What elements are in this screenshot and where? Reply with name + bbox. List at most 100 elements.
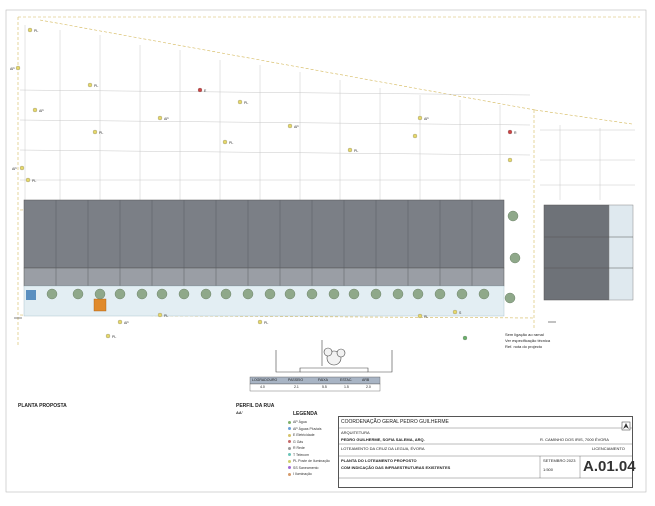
label-pl: PL bbox=[229, 141, 233, 145]
label-pl: PL bbox=[424, 315, 428, 319]
section-value-1: 2.1 bbox=[294, 385, 299, 389]
building-block-main bbox=[23, 199, 505, 287]
legend-item: G Gás bbox=[288, 440, 303, 444]
label-s: S bbox=[459, 311, 462, 315]
architects: PEDRO GUILHERME, SOFIA SALEMA, ARQ. bbox=[341, 437, 425, 442]
section-header-0: LOGRADOURO bbox=[252, 378, 278, 382]
coordination-name: PEDRO GUILHERME bbox=[400, 419, 449, 425]
legend-label: Telecom bbox=[295, 452, 310, 457]
legend-swatch-icon bbox=[288, 459, 291, 463]
coordination-label: COORDENAÇÃO GERAL bbox=[341, 419, 400, 425]
legend-swatch-icon bbox=[288, 433, 291, 437]
label-pl: PL bbox=[32, 179, 36, 183]
legend-swatch-icon bbox=[288, 427, 291, 431]
legend-item: R Rede bbox=[288, 446, 305, 450]
label-pl: PL bbox=[164, 314, 168, 318]
section-value-2: 5.5 bbox=[322, 385, 327, 389]
legend-swatch-icon bbox=[288, 420, 291, 424]
label-pl: PL bbox=[94, 84, 98, 88]
label-pl: PL bbox=[112, 335, 116, 339]
section-value-3: 1.5 bbox=[344, 385, 349, 389]
legend-label: Gás bbox=[296, 439, 304, 444]
client-address: R. CAMINHO DOS IRIS, 7000 ÉVORA bbox=[540, 437, 609, 442]
legend-code: R bbox=[293, 446, 297, 450]
section-value-4: 2.0 bbox=[366, 385, 371, 389]
legend-label: Eletricidade bbox=[296, 433, 315, 437]
legend-code: I bbox=[293, 472, 295, 476]
legend-code: E bbox=[293, 433, 297, 437]
label-ap: AP bbox=[124, 321, 129, 325]
label-r: R bbox=[514, 131, 517, 135]
drawing-title-2: COM INDICAÇÃO DAS INFRAESTRUTURAS EXISTE… bbox=[341, 465, 451, 470]
legend-item: E Eletricidade bbox=[288, 433, 315, 437]
street-section-drawing bbox=[275, 340, 393, 373]
legend-swatch-icon bbox=[288, 440, 291, 444]
legend-item: AP Água bbox=[288, 420, 307, 424]
title-block bbox=[338, 416, 633, 488]
drawing-scale: 1:500 bbox=[543, 467, 554, 472]
legend-item: I Iluminação bbox=[288, 472, 312, 476]
legend-item: PL Poste de Iluminação bbox=[288, 459, 330, 463]
legend-item: T Telecom bbox=[288, 453, 309, 457]
label-ap: AP bbox=[294, 125, 299, 129]
infrastructure-points bbox=[15, 27, 513, 341]
label-ap: AP bbox=[164, 117, 169, 121]
label-pl: PL bbox=[264, 321, 268, 325]
legend-swatch-icon bbox=[288, 472, 291, 476]
legend-swatch-icon bbox=[288, 466, 291, 470]
label-ap: AP bbox=[10, 67, 15, 71]
legend-swatch-icon bbox=[288, 453, 291, 457]
legend-code: PL bbox=[293, 459, 299, 463]
building-block-side bbox=[543, 204, 634, 301]
section-label: PERFIL DA RUA bbox=[236, 403, 275, 409]
legend-label: Iluminação bbox=[294, 472, 312, 476]
legend-label: Água bbox=[298, 420, 307, 424]
label-ap: AP bbox=[424, 117, 429, 121]
label-pl: PL bbox=[34, 29, 38, 33]
legend-title: LEGENDA bbox=[293, 411, 318, 417]
title-block-lines bbox=[338, 427, 633, 479]
note-1: Sem ligação ao ramal bbox=[505, 332, 544, 337]
sheet-number: A.01.04 bbox=[583, 458, 636, 475]
section-header-2: FAIXA bbox=[318, 378, 328, 382]
legend-item: SS Saneamento bbox=[288, 466, 319, 470]
section-value-0: 4.0 bbox=[260, 385, 265, 389]
legend-code: G bbox=[293, 439, 297, 444]
legend-label: Águas Pluviais bbox=[298, 426, 322, 431]
label-e: E bbox=[204, 89, 207, 93]
label-pl: PL bbox=[354, 149, 358, 153]
section-header-4: ARB bbox=[362, 378, 370, 382]
drawing-date: SETEMBRO 2023 bbox=[543, 458, 576, 463]
section-cut-marks bbox=[14, 317, 556, 323]
plan-title: PLANTA PROPOSTA bbox=[18, 403, 67, 409]
label-ap: AP bbox=[12, 167, 17, 171]
phase: LICENCIAMENTO bbox=[592, 446, 625, 451]
legend-label: Rede bbox=[296, 446, 305, 450]
project-address: LOTEAMENTO DA CRUZ DA LEGUA, ÉVORA bbox=[341, 446, 425, 451]
legend-swatch-icon bbox=[288, 446, 291, 450]
legend-code: AP bbox=[293, 426, 299, 431]
drawing-title-1: PLANTA DO LOTEAMENTO PROPOSTO bbox=[341, 458, 417, 463]
legend-item: AP Águas Pluviais bbox=[288, 427, 322, 431]
north-arrow-icon bbox=[621, 421, 631, 431]
note-2: Ver especificação técnica bbox=[505, 338, 551, 343]
legend-code: T bbox=[293, 452, 296, 457]
legend-code: SS bbox=[293, 465, 299, 470]
legend-code: AP bbox=[293, 420, 299, 424]
legend-label: Poste de Iluminação bbox=[298, 459, 330, 463]
section-table-frame bbox=[249, 376, 381, 392]
street-band bbox=[23, 285, 505, 317]
street-trees bbox=[46, 210, 521, 304]
section-header-1: PASSEIO bbox=[288, 378, 304, 382]
lot-grid bbox=[19, 25, 635, 200]
section-header-3: ESTAC. bbox=[340, 378, 353, 382]
legend-label: Saneamento bbox=[298, 465, 319, 470]
discipline: ARQUITETURA bbox=[341, 430, 370, 435]
sheet-border bbox=[5, 9, 647, 493]
label-pl: PL bbox=[244, 101, 248, 105]
section-ref: AA' bbox=[236, 410, 243, 415]
label-pl: PL bbox=[99, 131, 103, 135]
note-3: Ref. nota do projecto bbox=[505, 344, 543, 349]
point-labels: PL AP PL E PL AP AP AP AP R PL PL PL AP … bbox=[10, 29, 517, 339]
